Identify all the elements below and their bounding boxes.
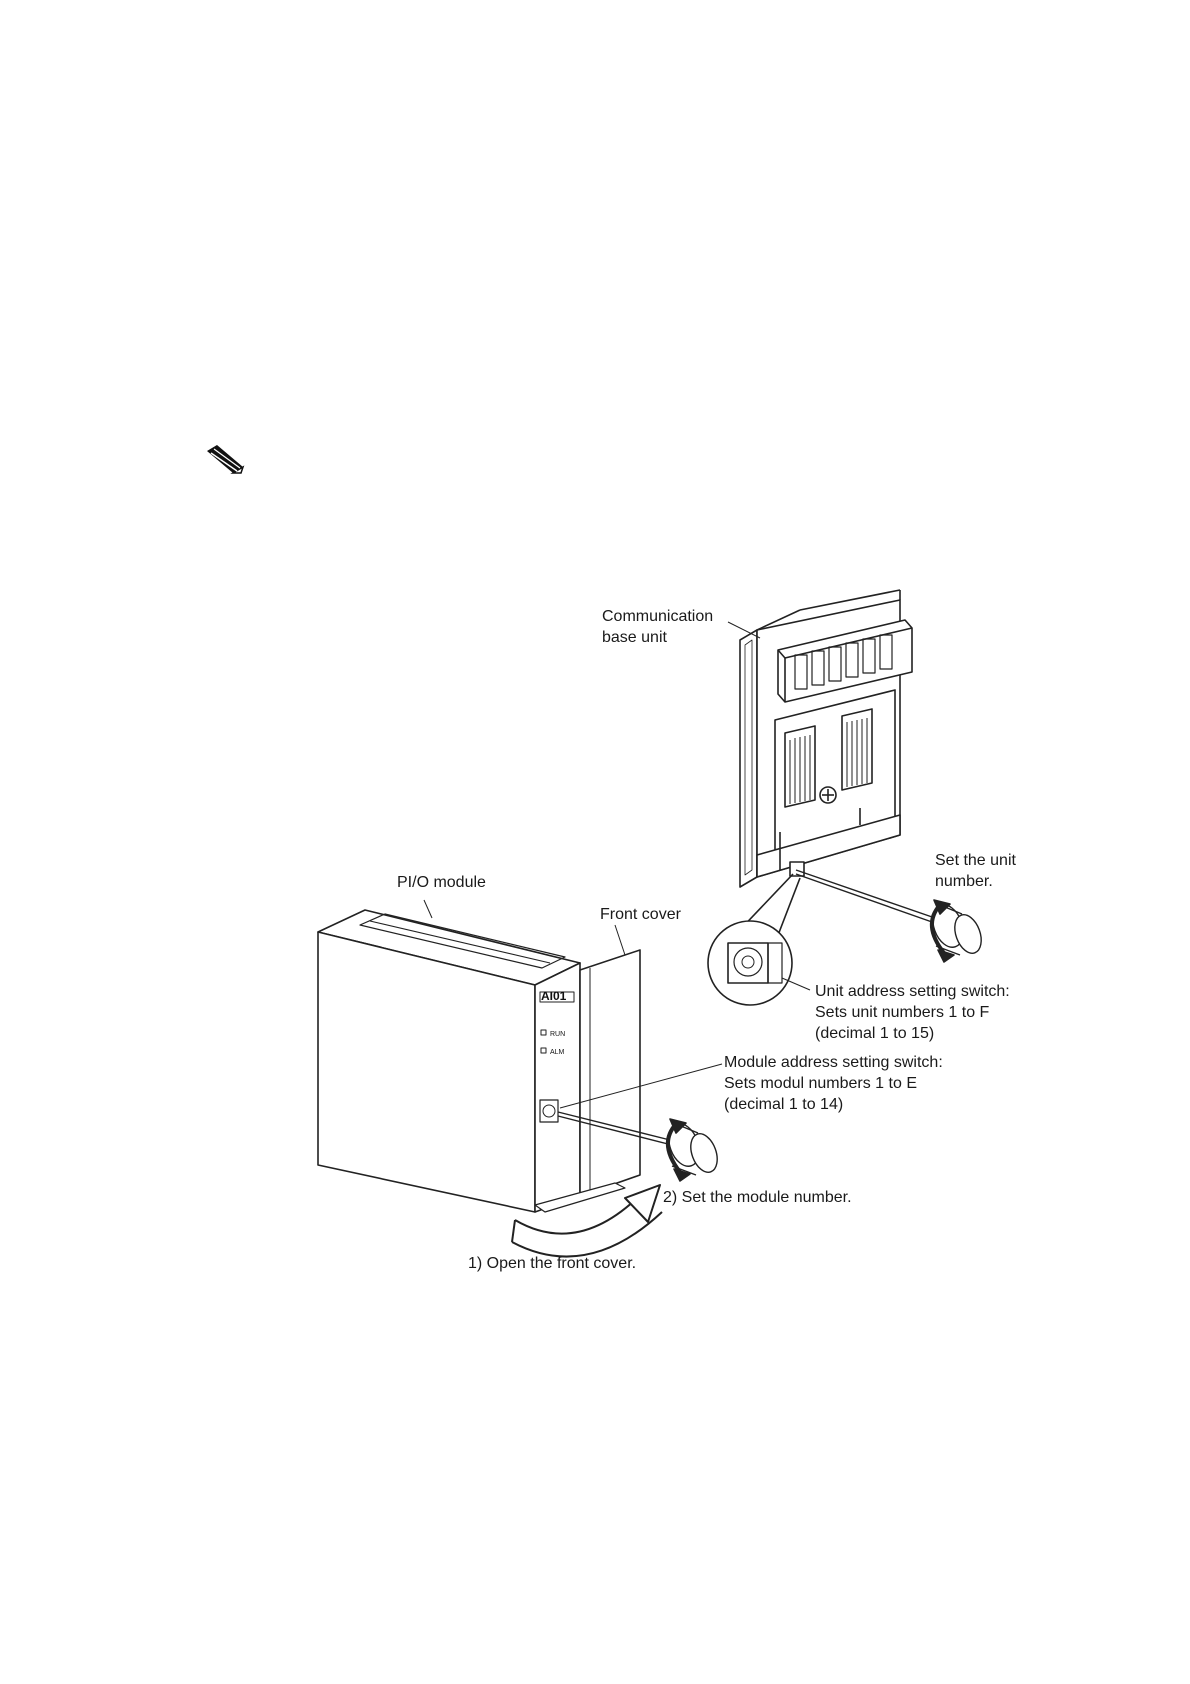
label-step-open-cover: 1) Open the front cover. [468, 1253, 636, 1274]
unit-switch-magnifier [708, 874, 800, 1005]
label-pio-module: PI/O module [397, 872, 486, 893]
label-set-unit-number: Set the unit number. [935, 850, 1016, 892]
label-unit-address-switch: Unit address setting switch: Sets unit n… [815, 981, 1010, 1044]
label-module-address-switch: Module address setting switch: Sets modu… [724, 1052, 943, 1115]
communication-base-unit-drawing [740, 590, 912, 887]
module-model-text: AI01 [541, 989, 567, 1003]
pio-module-drawing [318, 910, 640, 1212]
label-communication-base-unit: Communication base unit [602, 606, 713, 648]
label-step-set-module: 2) Set the module number. [663, 1187, 852, 1208]
label-front-cover: Front cover [600, 904, 681, 925]
run-led-text: RUN [550, 1031, 565, 1038]
alm-led-text: ALM [550, 1049, 565, 1056]
